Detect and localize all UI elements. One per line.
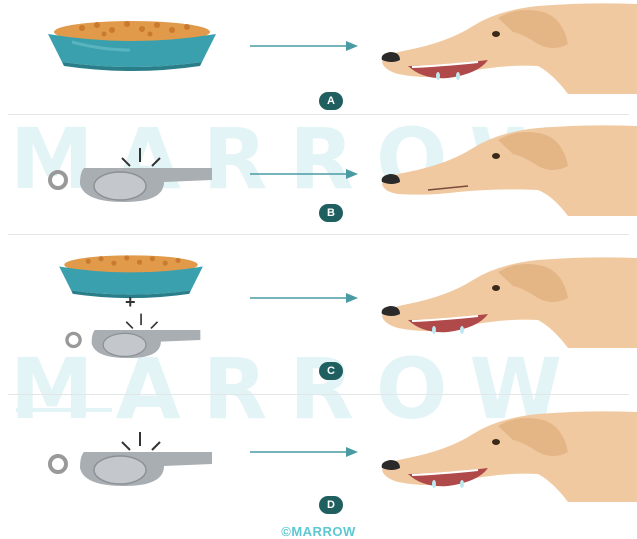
arrow-icon xyxy=(250,446,360,458)
arrow-icon xyxy=(250,40,360,52)
panel-label-badge: A xyxy=(319,92,343,110)
whistle-icon xyxy=(44,144,214,204)
panel-a: A xyxy=(0,0,637,114)
dog-salivating-icon xyxy=(378,4,637,94)
arrow-icon xyxy=(250,292,360,304)
dog-salivating-icon xyxy=(378,412,637,502)
panel-label-badge: B xyxy=(319,204,343,222)
whistle-icon xyxy=(44,428,214,488)
dog-salivating-icon xyxy=(378,258,637,348)
copyright-text: ©MARROW xyxy=(0,524,637,539)
panel-b: B xyxy=(0,114,637,234)
food-bowl-icon xyxy=(42,18,222,70)
panel-label-badge: D xyxy=(319,496,343,514)
panel-label-badge: C xyxy=(319,362,343,380)
arrow-icon xyxy=(250,168,360,180)
whistle-icon xyxy=(62,310,202,360)
panel-d: D xyxy=(0,394,637,524)
dog-icon xyxy=(378,126,637,216)
panel-c: + C xyxy=(0,234,637,394)
